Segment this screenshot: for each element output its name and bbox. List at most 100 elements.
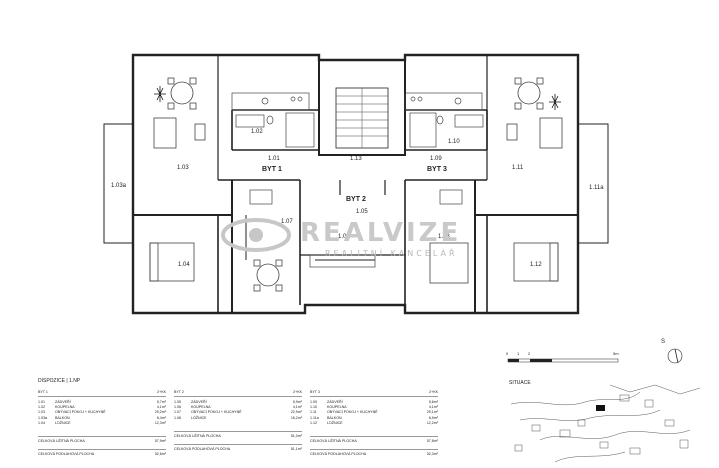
stair-steps — [336, 88, 388, 148]
total-floor-label: CELKOVÁ PODLAHOVÁ PLOCHA — [174, 446, 231, 451]
room-code: 1.11a — [310, 415, 319, 420]
room-1-08: 1.08 — [438, 234, 450, 240]
legend-row: 1.11a BALKON 6,9m² — [310, 416, 438, 421]
room-1-04: 1.04 — [178, 262, 190, 268]
kitchen-counters — [231, 92, 483, 268]
room-area: 5,6m² — [428, 400, 438, 404]
room-name: OBÝVACÍ POKOJ + KUCHYNĚ — [327, 410, 378, 415]
total-floor-area: CELKOVÁ PODLAHOVÁ PLOCHA 51,1m² — [174, 443, 302, 451]
legend-row: 1.03a BALKON 6,4m² — [38, 416, 166, 421]
room-name: LOŽNICE — [55, 420, 71, 425]
north-arrow-icon: S — [661, 339, 683, 364]
room-name: OBÝVACÍ POKOJ + KUCHYNĚ — [55, 410, 106, 415]
room-code: 1.05 — [174, 400, 181, 404]
room-area: 4,1m² — [428, 405, 438, 410]
room-code: 1.07 — [174, 410, 181, 415]
room-name: BALKON — [327, 415, 342, 420]
room-area: 29,2m² — [154, 410, 166, 415]
room-name: OBÝVACÍ POKOJ + KUCHYNĚ — [191, 410, 242, 415]
room-1-03a: 1.03a — [111, 183, 127, 189]
sofas — [153, 117, 563, 149]
total-floor-value: 51,1m² — [290, 446, 302, 451]
scale-1: 1 — [517, 351, 520, 356]
scale-2: 2 — [528, 351, 531, 356]
room-area: 12,3m² — [154, 420, 166, 425]
watermark-brand: REALVIZE — [300, 218, 461, 248]
room-1-07: 1.07 — [281, 219, 293, 225]
legend-row: 1.04 LOŽNICE 12,3m² — [38, 421, 166, 426]
room-area: 6,4m² — [156, 415, 166, 420]
dining-tables — [167, 77, 544, 292]
apartment-name: BYT 2 — [174, 390, 184, 394]
apartment-type: 2+KK — [157, 390, 166, 394]
legend-row: 1.12 LOŽNICE 12,2m² — [310, 421, 438, 426]
room-1-12: 1.12 — [530, 262, 542, 268]
total-floor-label: CELKOVÁ PODLAHOVÁ PLOCHA — [310, 452, 367, 457]
beds — [149, 242, 559, 284]
room-name: KOUPELNA — [55, 405, 75, 410]
room-code: 1.06 — [174, 405, 181, 410]
room-1-02: 1.02 — [251, 129, 263, 135]
building-location-marker — [596, 405, 605, 411]
room-1-05: 1.05 — [356, 209, 368, 215]
room-code: 1.09 — [310, 400, 317, 404]
room-code: 1.01 — [38, 400, 45, 404]
apartment-byt-3: BYT 3 — [427, 166, 447, 173]
apartment-name: BYT 1 — [38, 390, 48, 394]
total-usable-label: CELKOVÁ UŽITNÁ PLOCHA — [38, 439, 85, 444]
plan-walls — [103, 53, 609, 315]
total-floor-value: 52,3m² — [426, 452, 438, 457]
total-floor-value: 52,6m² — [154, 452, 166, 457]
apartment-byt-1: BYT 1 — [262, 166, 282, 173]
bathroom-fixtures — [235, 112, 484, 205]
room-name: KOUPELNA — [191, 405, 211, 410]
legend-title: DISPOZICE | 1.NP — [38, 378, 81, 384]
watermark-tagline: REALITNÍ KANCELÁŘ — [325, 247, 458, 258]
legend-row: 1.10 KOUPELNA 4,1m² — [310, 405, 438, 410]
room-code: 1.10 — [310, 405, 317, 410]
apartment-type: 2+KK — [429, 390, 438, 394]
room-area: 4,1m² — [156, 405, 166, 410]
room-code: 1.12 — [310, 420, 317, 425]
scale-0: 0 — [506, 351, 509, 356]
total-usable-label: CELKOVÁ UŽITNÁ PLOCHA — [174, 433, 221, 438]
room-1-09: 1.09 — [430, 156, 442, 162]
room-code: 1.04 — [38, 420, 45, 425]
room-name: BALKON — [55, 415, 70, 420]
room-code: 1.03a — [38, 415, 47, 420]
room-1-03: 1.03 — [177, 165, 189, 171]
situation-map — [510, 384, 701, 463]
room-name: KOUPELNA — [327, 405, 347, 410]
room-name: LOŽNICE — [327, 420, 343, 425]
total-usable-area: CELKOVÁ UŽITNÁ PLOCHA 57,8m² — [310, 436, 438, 443]
total-usable-label: CELKOVÁ UŽITNÁ PLOCHA — [310, 439, 357, 444]
room-1-11a: 1.11a — [589, 185, 604, 191]
room-code: 1.02 — [38, 405, 45, 410]
plant-icons — [154, 86, 561, 110]
room-area: 6,9m² — [428, 415, 438, 420]
room-area: 5,7m² — [156, 400, 166, 404]
total-usable-value: 57,8m² — [426, 439, 438, 444]
room-1-10: 1.10 — [448, 139, 460, 145]
room-area: 12,2m² — [426, 420, 438, 425]
apartment-byt-2: BYT 2 — [346, 196, 366, 203]
scale-5m: 5m — [613, 351, 619, 356]
room-name: LOŽNICE — [191, 415, 207, 420]
situation-title: SITUACE — [509, 380, 531, 386]
room-1-01: 1.01 — [268, 156, 280, 162]
